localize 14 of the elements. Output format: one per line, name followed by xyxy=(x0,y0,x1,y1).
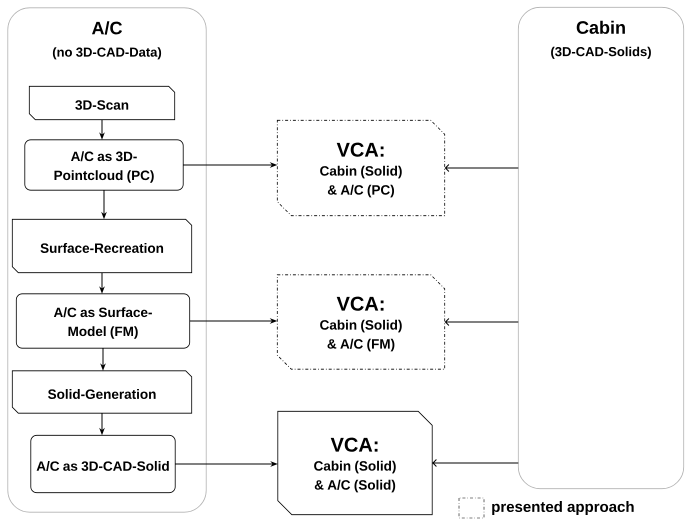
analysis-box: VCA: Cabin (Solid) & A/C (Solid) xyxy=(277,410,433,516)
result-box: A/C as 3D-CAD-Solid xyxy=(30,434,176,494)
arrow xyxy=(444,164,519,172)
process-box: Surface-Recreation xyxy=(12,218,192,274)
group-panel: Cabin (3D-CAD-Solids) xyxy=(518,6,684,490)
process-box: 3D-Scan xyxy=(28,86,176,120)
analysis-box: VCA: Cabin (Solid) & A/C (PC) xyxy=(276,120,446,216)
arrow xyxy=(444,318,519,326)
arrow xyxy=(432,459,519,467)
process-box: Solid-Generation xyxy=(12,370,192,414)
analysis-box: VCA: Cabin (Solid) & A/C (FM) xyxy=(276,274,446,370)
legend-text: presented approach xyxy=(492,501,634,515)
result-box: A/C as Surface-Model (FM) xyxy=(16,293,190,349)
result-box: A/C as 3D-Pointcloud (PC) xyxy=(24,139,184,191)
